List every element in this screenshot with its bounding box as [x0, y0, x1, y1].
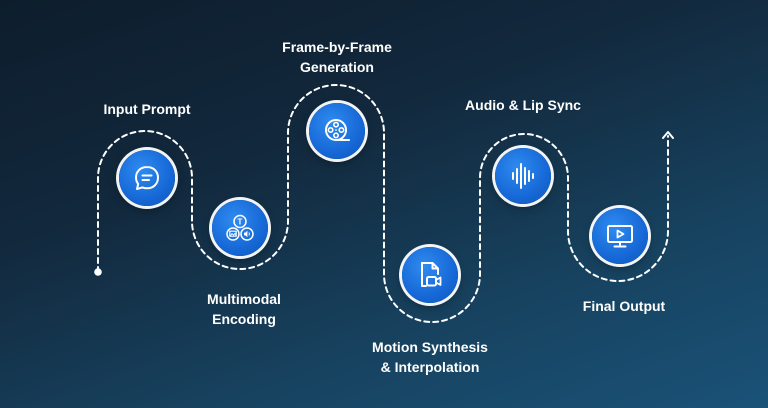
- motion-synthesis-node: [402, 247, 458, 303]
- frame-generation-node: [309, 103, 365, 159]
- label-motion-synthesis: Motion Synthesis & Interpolation: [372, 337, 488, 377]
- label-line: Motion Synthesis: [372, 339, 488, 355]
- video-file-icon: [421, 262, 442, 287]
- chat-bubble-icon: [135, 166, 159, 190]
- label-line: Generation: [300, 59, 374, 75]
- audio-lip-sync-node: [495, 148, 551, 204]
- label-audio-lip-sync: Audio & Lip Sync: [465, 95, 581, 115]
- start-dot: [94, 268, 102, 276]
- film-reel-icon: [325, 119, 350, 141]
- label-line: Final Output: [582, 298, 666, 314]
- input-prompt-node: [119, 150, 175, 206]
- label-frame-generation: Frame-by-Frame Generation: [282, 37, 392, 77]
- final-output-node: [592, 208, 648, 264]
- label-multimodal-encoding: Multimodal Encoding: [207, 289, 281, 329]
- multimodal-icon: T: [226, 214, 254, 241]
- monitor-play-icon: [607, 225, 633, 248]
- label-line: Encoding: [212, 311, 276, 327]
- label-final-output: Final Output: [583, 296, 665, 316]
- label-line: Audio & Lip Sync: [465, 97, 581, 113]
- sound-wave-icon: [512, 163, 534, 189]
- label-input-prompt: Input Prompt: [103, 99, 190, 119]
- label-line: Frame-by-Frame: [282, 39, 392, 55]
- multimodal-encoding-node: T: [212, 200, 268, 256]
- label-line: Multimodal: [207, 291, 281, 307]
- text-mode-letter: T: [238, 218, 243, 227]
- label-line: & Interpolation: [380, 359, 480, 375]
- label-line: Input Prompt: [103, 101, 191, 117]
- end-arrow-head: [662, 131, 674, 139]
